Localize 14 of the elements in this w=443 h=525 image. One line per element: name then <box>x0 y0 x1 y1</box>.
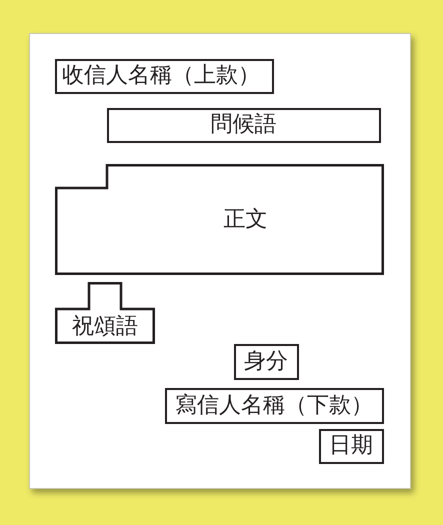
letter-part-label: 寫信人名稱（下款） <box>175 394 373 416</box>
letter-part-box <box>319 429 384 464</box>
letter-part-box <box>165 388 384 424</box>
letter-part-box <box>55 59 274 94</box>
letter-part-label: 問候語 <box>210 114 276 136</box>
letter-part-label: 日期 <box>329 435 373 457</box>
letter-part-box <box>55 164 384 275</box>
letter-part-box <box>55 282 155 344</box>
letter-part-box <box>107 108 381 143</box>
letter-part-label: 祝頌語 <box>72 316 138 338</box>
letter-part-label: 正文 <box>224 208 268 230</box>
letter-part-box <box>234 344 299 380</box>
letter-part-label: 收信人名稱（上款） <box>62 65 260 87</box>
letter-part-label: 身分 <box>244 350 288 372</box>
